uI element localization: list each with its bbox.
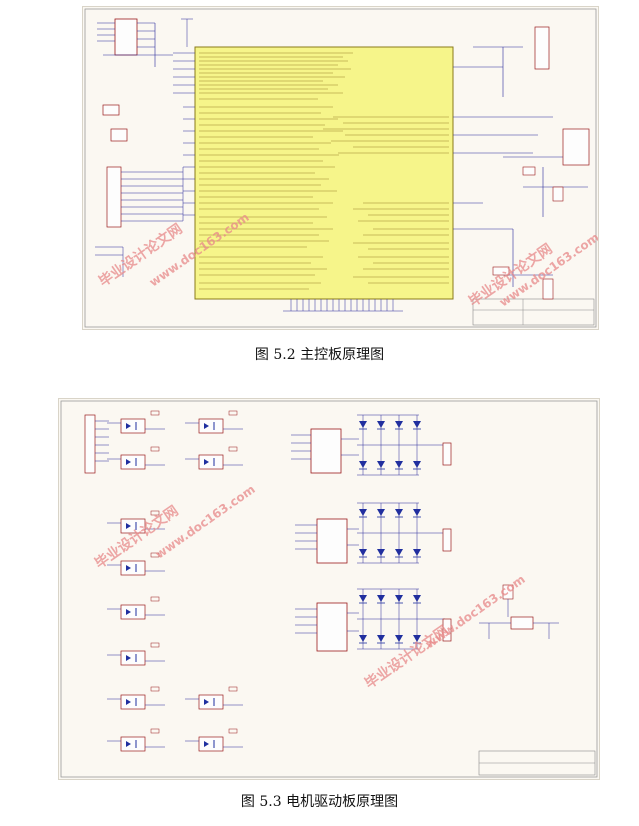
figure-caption-1: 图 5.2 主控板原理图 <box>254 347 385 363</box>
optocoupler <box>185 686 243 710</box>
driver-ic-2 <box>316 518 348 564</box>
main-board-schematic: 毕业设计论文网 www.doc163.com 毕业设计论文网 www.doc16… <box>82 6 599 330</box>
connector-left <box>106 166 122 228</box>
ic-left-small-1 <box>102 104 120 116</box>
motor-driver-drawing: 毕业设计论文网 www.doc163.com 毕业设计论文网 www.doc16… <box>60 400 598 778</box>
regulator-ic <box>510 616 534 630</box>
driver-ic-1 <box>310 428 342 474</box>
optocoupler <box>107 446 165 470</box>
optocoupler <box>107 596 165 620</box>
driver-ic-3 <box>316 602 348 652</box>
motor-connector-2 <box>442 528 452 552</box>
input-connector <box>84 414 96 474</box>
connector-right-top <box>534 26 550 70</box>
motor-connector-3 <box>442 618 452 642</box>
ic-left-small-2 <box>110 128 128 142</box>
optocoupler <box>185 728 243 752</box>
optocoupler <box>185 446 243 470</box>
motor-driver-schematic: 毕业设计论文网 www.doc163.com 毕业设计论文网 www.doc16… <box>58 398 600 780</box>
optocoupler <box>107 686 165 710</box>
diode-bridges <box>357 414 445 650</box>
main-board-drawing: 毕业设计论文网 www.doc163.com 毕业设计论文网 www.doc16… <box>84 8 598 328</box>
diode-bridge <box>357 588 445 650</box>
connector-right-mid <box>562 128 590 166</box>
optocoupler <box>107 410 165 434</box>
diode-bridge <box>357 414 445 476</box>
optocoupler <box>107 510 165 534</box>
optocoupler <box>107 552 165 576</box>
optocoupler <box>107 728 165 752</box>
optocoupler <box>185 410 243 434</box>
watermark-fig2: 毕业设计论文网 www.doc163.com 毕业设计论文网 www.doc16… <box>92 482 528 692</box>
figure-caption-2: 图 5.3 电机驱动板原理图 <box>240 794 399 810</box>
optocoupler <box>107 642 165 666</box>
diode-bridge <box>357 502 445 564</box>
motor-connector-1 <box>442 442 452 466</box>
watermark-url: www.doc163.com <box>423 572 528 651</box>
ic-left-top <box>114 18 138 56</box>
optocoupler-array <box>107 410 243 752</box>
title-block <box>472 298 595 326</box>
